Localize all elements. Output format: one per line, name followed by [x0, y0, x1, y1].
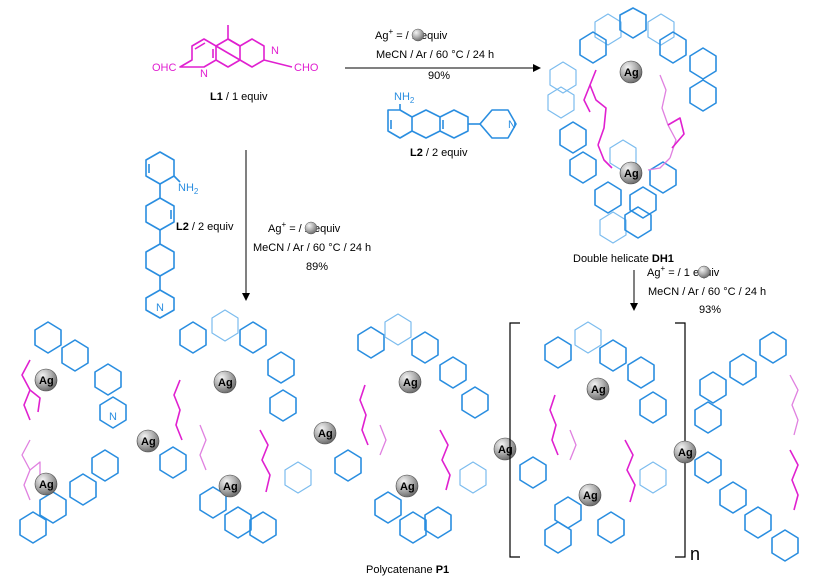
l1-aldehyde-left: OHC [152, 62, 177, 74]
l1-aldehyde-right: CHO [294, 62, 319, 74]
l2-top-amine: NH2 [394, 91, 415, 105]
l1-label: L1 / 1 equiv [210, 91, 268, 103]
l2-left-label: L2 / 2 equiv [176, 221, 234, 233]
dh1-ag-bottom: Ag [624, 168, 639, 180]
l2-left-pyridine-n: N [156, 302, 164, 314]
silver-ion-icon [697, 265, 711, 279]
polycatenane-p1: N Ag Ag Ag Ag Ag Ag [19, 309, 799, 564]
p1-ag-linker-4: Ag [678, 447, 693, 459]
l1-label-bold: L1 [210, 91, 223, 103]
p1-ag-8: Ag [583, 490, 598, 502]
reaction-left-yield: 89% [306, 261, 328, 273]
l1-label-rest: / 1 equiv [223, 91, 268, 103]
polycatenane-label: Polycatenane P1 [366, 564, 449, 576]
silver-ion-icon [411, 28, 425, 42]
p1-ag-6: Ag [400, 481, 415, 493]
helicate-label: Double helicate DH1 [573, 253, 674, 265]
reaction-left-conditions: MeCN / Ar / 60 °C / 24 h [253, 242, 371, 254]
repeat-subscript: n [690, 544, 700, 564]
reaction-top-conditions: MeCN / Ar / 60 °C / 24 h [376, 49, 494, 61]
p1-ag-5: Ag [403, 377, 418, 389]
silver-ion-icon [304, 221, 318, 235]
ligand-l2-structure-left: NH2 N [145, 151, 199, 319]
repeat-bracket-left [509, 322, 520, 558]
p1-ag-linker-2: Ag [318, 428, 333, 440]
p1-ag-7: Ag [591, 384, 606, 396]
l2-left-amine: NH2 [178, 182, 199, 196]
l2-top-pyridine-n: N [508, 119, 516, 131]
dh1-ag-top: Ag [624, 67, 639, 79]
reaction-right-yield: 93% [699, 304, 721, 316]
reaction-left-reagent: Ag+ = / 2 equiv [268, 220, 341, 235]
reaction-top-reagent: Ag+ = / 1 equiv [375, 27, 448, 42]
l2-top-label: L2 / 2 equiv [410, 147, 468, 159]
p1-ag-3: Ag [218, 377, 233, 389]
l1-pyridine-n-left: N [200, 68, 208, 80]
p1-ag-linker-1: Ag [141, 436, 156, 448]
p1-ag-4: Ag [223, 481, 238, 493]
ligand-l2-structure-top: NH2 N [387, 91, 517, 139]
p1-ag-2: Ag [39, 479, 54, 491]
p1-pyridine-n: N [109, 411, 117, 423]
reaction-top-yield: 90% [428, 70, 450, 82]
l1-pyridine-n-right: N [271, 45, 279, 57]
double-helicate-dh1: Ag Ag [547, 7, 717, 244]
p1-ag-linker-3: Ag [498, 444, 513, 456]
ligand-l1-structure: OHC N N CHO [152, 25, 319, 80]
reaction-right-conditions: MeCN / Ar / 60 °C / 24 h [648, 286, 766, 298]
repeat-bracket-right [675, 322, 686, 558]
p1-ag-1: Ag [39, 375, 54, 387]
